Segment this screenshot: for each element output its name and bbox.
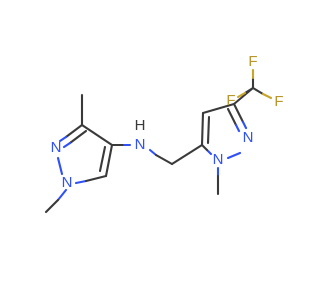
- trifluoromethyl-group: [236, 68, 273, 100]
- bond-n1-methyl-n: [56, 188, 68, 202]
- bond-c3p-n2p-a: [232, 102, 245, 124]
- molecule-structure: N N N H N N F F F: [44, 53, 284, 214]
- amine-linker: [110, 143, 204, 166]
- bond-n1p-c5p: [200, 143, 209, 152]
- bond-nh-ch2-n: [148, 148, 158, 157]
- atom-h-amine: H: [135, 117, 146, 134]
- bond-cf3-fleft-f: [236, 91, 247, 99]
- bond-c3p-n2p-a-n: [241, 120, 248, 130]
- bond-c3p-n2p-b-n: [234, 123, 241, 133]
- bond-cf3-fleft: [243, 86, 255, 95]
- bond-nh-ch2: [154, 153, 174, 166]
- bond-n2p-n1p: [226, 151, 242, 160]
- bond-cf3-fright: [251, 86, 265, 96]
- bond-n1-c5-n: [74, 179, 88, 185]
- bond-c4p-c3p: [201, 102, 236, 115]
- bond-c3-n2-b: [68, 129, 88, 145]
- atom-n2-right-pyrazole: N: [243, 129, 254, 146]
- bond-n1-methyl: [44, 198, 60, 214]
- bond-c5-c4-a: [104, 143, 114, 178]
- bond-c5p-c4p-b: [206, 115, 211, 145]
- right-pyrazole-ring: [200, 86, 255, 196]
- atom-n1-left-pyrazole: N: [62, 174, 73, 191]
- bond-c4-c3: [80, 123, 114, 147]
- atom-f-top: F: [248, 53, 257, 70]
- bond-ch2-c5p: [170, 143, 204, 166]
- atom-n-amine: N: [135, 136, 146, 153]
- bond-cf3-fright-f: [261, 92, 273, 100]
- bond-c5-c4-b: [98, 145, 107, 173]
- left-pyrazole-ring: [44, 93, 114, 214]
- bond-n1-c5: [84, 174, 108, 183]
- atom-n1-right-pyrazole: N: [213, 151, 224, 168]
- atom-n2-left-pyrazole: N: [51, 139, 62, 156]
- atom-f-right: F: [274, 93, 283, 110]
- bond-n2-n1: [56, 156, 64, 176]
- bond-c5p-c4p-a: [200, 111, 205, 147]
- bond-c3-n2-b-n: [62, 141, 72, 149]
- atom-f-left: F: [226, 92, 235, 109]
- bond-c3-n2-a-n: [58, 135, 68, 143]
- bond-c3p-n2p-b: [226, 107, 238, 127]
- bond-c3-n2-a: [64, 123, 84, 139]
